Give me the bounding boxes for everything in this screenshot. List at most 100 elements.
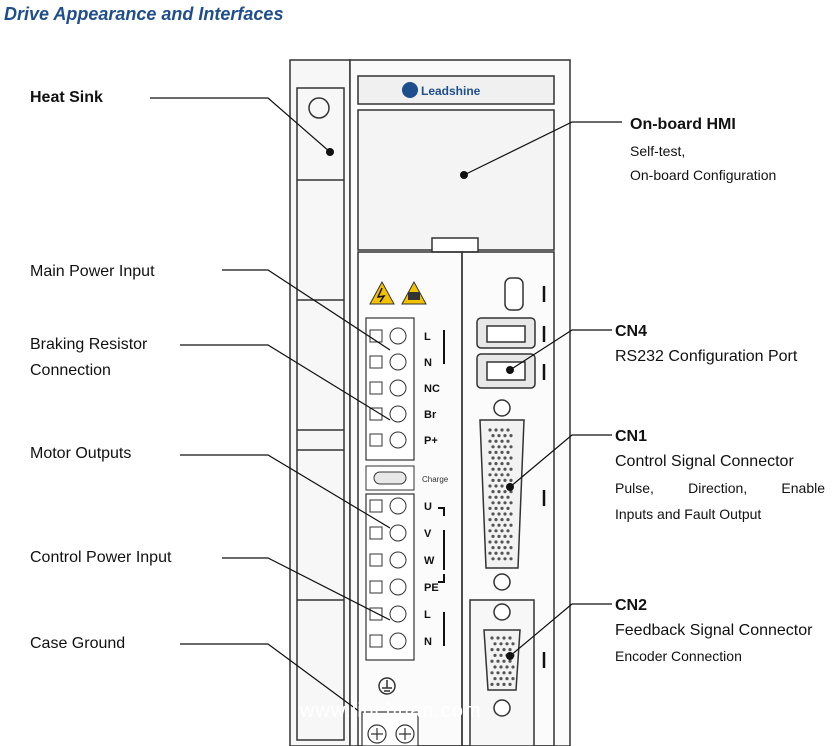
leader-heat-sink	[150, 97, 331, 153]
upper-terminal-label: N	[424, 357, 432, 369]
watermark: www.jinchuan.com	[300, 700, 482, 722]
cn1-pin	[509, 434, 513, 438]
cn1-pin	[503, 501, 507, 505]
cn1-pin	[497, 557, 501, 561]
label-hmi-line1: Self-test,	[630, 143, 686, 159]
label-cn2-title: CN2	[615, 597, 648, 614]
cn2-pin	[508, 636, 512, 640]
upper-terminal-label: L	[424, 331, 431, 343]
cn1-pin	[506, 439, 510, 443]
cn1-pin	[491, 490, 495, 494]
cn1-pin	[500, 551, 504, 555]
cn2-pin	[490, 671, 494, 675]
cn1-pin	[500, 506, 504, 510]
cn1-pin	[503, 490, 507, 494]
cn1-pin	[494, 428, 498, 432]
lower-terminal-slot	[369, 580, 383, 594]
cn2-pin	[490, 682, 494, 687]
cn1-pin	[488, 428, 492, 432]
upper-terminal-label: Br	[424, 409, 437, 421]
cn1-pin	[491, 557, 495, 561]
lower-terminal-strip	[365, 493, 415, 661]
cn1-pin	[509, 512, 513, 516]
label-cn1-word-enable: Enable	[781, 480, 825, 496]
cn1-pin	[509, 546, 513, 550]
cn2-pin	[499, 642, 503, 646]
cn1-pin	[503, 546, 507, 550]
leader-motor-outputs	[180, 454, 391, 529]
cn1-pin	[506, 473, 510, 477]
cn1-pin	[494, 450, 498, 454]
cn1-pin	[494, 495, 498, 499]
cn1-pin	[503, 456, 507, 460]
cn1-pin	[497, 523, 501, 527]
cn1-pin	[503, 523, 507, 527]
cn2-pin	[511, 642, 515, 646]
lower-terminal-screw	[389, 605, 407, 623]
cn1-pin	[497, 501, 501, 505]
cn1-pin	[506, 428, 510, 432]
ground-symbol	[378, 677, 396, 695]
cn2-pin	[508, 671, 512, 675]
cn1-pin	[494, 462, 498, 466]
case-ground-screws	[361, 711, 419, 746]
cn1-pin	[509, 478, 513, 482]
lower-terminal-screw	[389, 632, 407, 650]
label-cn1-title: CN1	[615, 428, 648, 445]
lower-terminal-slot	[369, 526, 383, 540]
cn1-pin	[494, 484, 498, 488]
cn1-pin	[491, 523, 495, 527]
lower-terminal-slot	[369, 607, 383, 621]
cn2-pin	[502, 659, 506, 663]
cn1-pin	[491, 478, 495, 482]
cn1-pin	[494, 529, 498, 533]
label-cn2-line1: Encoder Connection	[615, 648, 742, 664]
cn1-pin	[500, 462, 504, 466]
cn2-pin	[490, 648, 494, 652]
cn1-pin	[494, 439, 498, 443]
brand-text: Leadshine	[421, 84, 481, 98]
cn1-pin	[488, 506, 492, 510]
upper-terminal-slot	[369, 381, 383, 395]
label-control-power-input: Control Power Input	[30, 549, 172, 566]
cn1-pin	[500, 529, 504, 533]
upper-terminal-screw	[389, 353, 407, 371]
cn1-pin	[500, 518, 504, 522]
cn1-pin	[494, 473, 498, 477]
label-cn1-word-pulse: Pulse,	[615, 480, 654, 496]
cn1-pin	[506, 529, 510, 533]
label-cn2-desc: Feedback Signal Connector	[615, 622, 813, 639]
cn2-pin	[508, 659, 512, 663]
cn1-pin	[506, 495, 510, 499]
upper-terminal-label: NC	[424, 383, 440, 395]
label-cn1-line2: Inputs and Fault Output	[615, 506, 762, 522]
cn1-pin	[494, 551, 498, 555]
cn2-pin	[493, 665, 497, 669]
lower-terminal-label: L	[424, 609, 431, 621]
cn2-pin	[493, 677, 497, 681]
leadshine-logo: Leadshine	[402, 82, 481, 98]
cn2-pin	[499, 677, 503, 681]
leader-lines	[150, 97, 622, 713]
cn1-pin	[488, 484, 492, 488]
cn1-pin	[506, 518, 510, 522]
lower-terminal-screw	[389, 524, 407, 542]
cn1-pin	[500, 540, 504, 544]
cn1-pin	[503, 434, 507, 438]
lower-terminal-screw	[389, 551, 407, 569]
cn1-pin	[506, 462, 510, 466]
leader-case-ground	[180, 643, 361, 713]
upper-terminal-screw	[389, 405, 407, 423]
label-cn4-title: CN4	[615, 323, 648, 340]
lower-terminal-slot	[369, 634, 383, 648]
label-cn1-word-direction: Direction,	[688, 480, 748, 496]
lower-terminal-label: V	[424, 528, 432, 540]
label-case-ground: Case Ground	[30, 635, 126, 652]
lower-terminal-slot	[369, 499, 383, 513]
cn2-pin	[505, 642, 509, 646]
cn2-connector	[469, 599, 535, 746]
cn1-pin	[494, 518, 498, 522]
cn1-pin	[509, 467, 513, 471]
